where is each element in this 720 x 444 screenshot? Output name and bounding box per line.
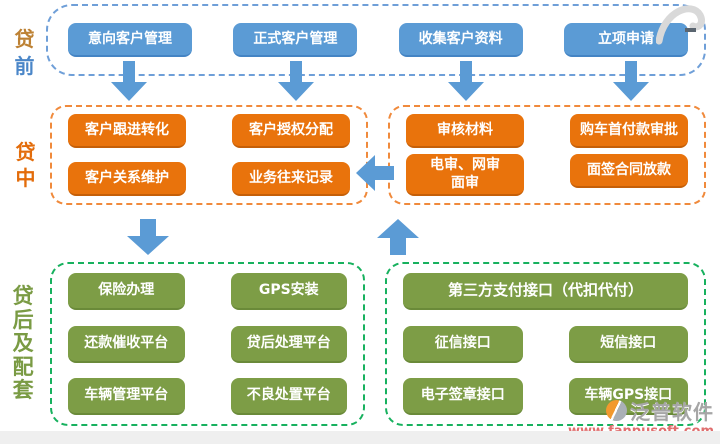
- label-char-qian: 前: [14, 54, 35, 78]
- node-gps-installation: GPS安装: [230, 273, 347, 310]
- in-loan-right-group-box: 审核材料 购车首付款审批 电审、网审 面审 面签合同放款: [388, 105, 706, 205]
- watermark-brand: 泛普软件: [630, 400, 714, 424]
- node-collect-customer-info: 收集客户资料: [398, 23, 523, 57]
- node-business-records: 业务往来记录: [232, 162, 350, 196]
- node-customer-relationship: 客户关系维护: [68, 162, 186, 196]
- node-bad-asset-disposal: 不良处置平台: [230, 378, 347, 415]
- down-arrow-large: [127, 219, 169, 255]
- node-down-payment-approval: 购车首付款审批: [570, 114, 688, 148]
- node-vehicle-mgmt-platform: 车辆管理平台: [68, 378, 185, 415]
- node-sms-interface: 短信接口: [568, 325, 688, 363]
- node-third-party-payment: 第三方支付接口（代扣代付）: [403, 273, 688, 310]
- node-customer-authorization: 客户授权分配: [232, 114, 350, 148]
- page-curl-icon: [656, 5, 705, 45]
- node-esignature-interface: 电子签章接口: [403, 378, 523, 415]
- fanpu-logo-icon: [606, 400, 627, 421]
- node-phone-web-interview: 电审、网审 面审: [406, 154, 524, 196]
- section-label-in-loan: 贷中: [15, 140, 36, 190]
- node-customer-follow-up: 客户跟进转化: [68, 114, 186, 148]
- node-contract-signing-loan: 面签合同放款: [570, 154, 688, 188]
- node-credit-interface: 征信接口: [403, 325, 523, 363]
- node-intent-customer-mgmt: 意向客户管理: [68, 23, 192, 57]
- node-insurance-handling: 保险办理: [68, 273, 185, 310]
- section-label-post-loan: 贷后及配套: [12, 284, 34, 402]
- label-char-dai: 贷: [14, 27, 35, 51]
- post-loan-right-group-box: 第三方支付接口（代扣代付） 征信接口 短信接口 电子签章接口 车辆GPS接口: [385, 262, 706, 426]
- up-arrow-large: [377, 219, 419, 255]
- node-vehicle-gps-interface: 车辆GPS接口: [568, 378, 688, 415]
- pre-loan-group-box: 意向客户管理 正式客户管理 收集客户资料 立项申请: [46, 4, 706, 76]
- in-loan-left-group-box: 客户跟进转化 客户授权分配 客户关系维护 业务往来记录: [50, 105, 368, 205]
- node-review-materials: 审核材料: [406, 114, 524, 148]
- post-loan-left-group-box: 保险办理 GPS安装 还款催收平台 贷后处理平台 车辆管理平台 不良处置平台: [50, 262, 365, 426]
- bottom-edge-strip: [0, 431, 720, 444]
- section-label-pre-loan: 贷 前: [12, 26, 37, 80]
- node-project-application: 立项申请: [563, 23, 688, 57]
- node-formal-customer-mgmt: 正式客户管理: [233, 23, 358, 57]
- node-post-loan-processing: 贷后处理平台: [230, 325, 347, 363]
- node-repayment-collection: 还款催收平台: [68, 325, 185, 363]
